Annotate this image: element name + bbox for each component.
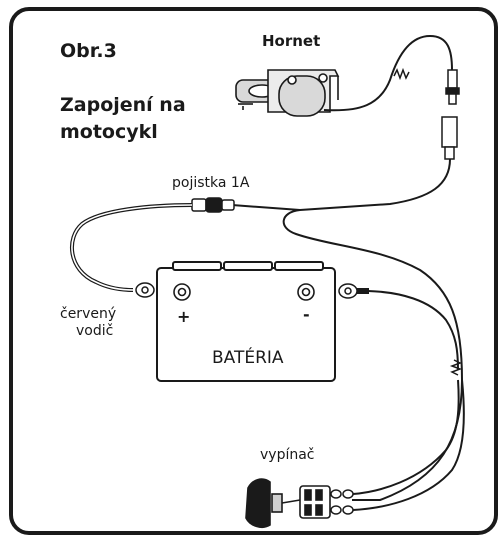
fuse-wire-right (231, 204, 301, 211)
fuse-label: pojistka 1A (172, 175, 250, 191)
battery-plus-label: + (177, 307, 190, 326)
cable-break-mark-right (449, 359, 463, 376)
switch-spade-connectors (330, 489, 354, 515)
switch-wire-lower (352, 379, 465, 511)
battery-minus-label: - (303, 305, 310, 324)
switch-label: vypínač (260, 447, 315, 463)
hornet-device (235, 69, 340, 117)
device-cable (323, 34, 453, 112)
cable-break-mark-top (393, 67, 410, 81)
figure-number: Obr.3 (60, 40, 117, 62)
connector-male (445, 69, 460, 105)
battery-minus-terminal (297, 283, 315, 301)
diagram-border (9, 7, 498, 535)
connector-female (441, 116, 458, 160)
toggle-switch (245, 478, 331, 528)
battery (156, 261, 336, 382)
figure-title-line2: motocykl (60, 121, 158, 143)
minus-ring-terminal (338, 283, 358, 299)
switch-wire-upper (352, 379, 460, 495)
device-label: Hornet (262, 32, 320, 50)
negative-wire (357, 290, 459, 371)
battery-label: BATÉRIA (212, 346, 284, 368)
figure-title-line1: Zapojení na (60, 94, 186, 116)
battery-plus-terminal (173, 283, 191, 301)
red-wire-ring-terminal (135, 282, 155, 298)
red-wire-label-line1: červený (60, 306, 116, 322)
fuse-holder (191, 197, 235, 213)
red-wire-label-line2: vodič (76, 323, 113, 339)
